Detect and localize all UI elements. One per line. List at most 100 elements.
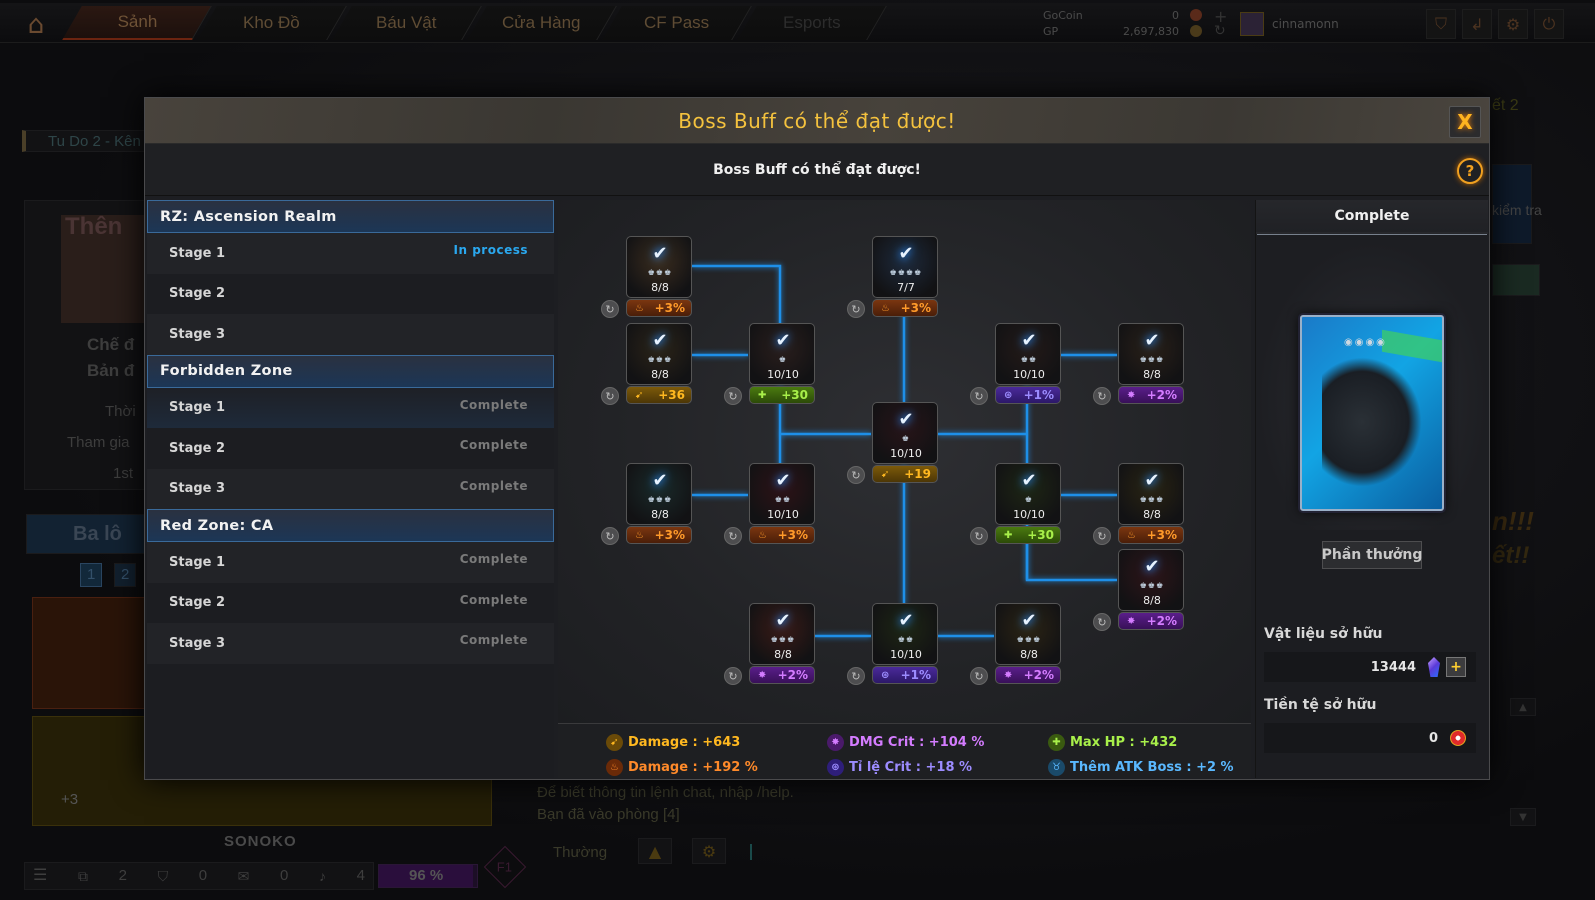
right-button[interactable] xyxy=(1492,264,1540,296)
buff-node[interactable]: ✔ ♚ 10/10 ↻ ✚ +30 xyxy=(970,463,1061,545)
group-header-forbidden-zone[interactable]: Forbidden Zone xyxy=(147,354,554,388)
group-header-rz-ascension[interactable]: RZ: Ascension Realm xyxy=(147,200,554,233)
boss-portrait[interactable]: ✔ ♚♚ 10/10 xyxy=(872,603,938,665)
buff-node[interactable]: ✔ ♚♚ 10/10 ↻ ⊛ +1% xyxy=(970,323,1061,405)
shield-icon[interactable]: ⛉ xyxy=(1426,9,1456,39)
add-gocoin-button[interactable]: + xyxy=(1214,7,1228,26)
chat-input[interactable] xyxy=(750,844,752,860)
group-header-red-zone-ca[interactable]: Red Zone: CA xyxy=(147,509,554,542)
boss-portrait[interactable]: ✔ ♚♚♚ 8/8 xyxy=(1118,549,1184,611)
refresh-icon[interactable]: ↻ xyxy=(601,387,619,405)
buff-badge: ♨ +3% xyxy=(626,526,692,544)
tab-cf-pass[interactable]: CF Pass xyxy=(602,6,752,40)
boss-portrait[interactable]: ✔ ♚♚♚♚ 7/7 xyxy=(872,236,938,298)
reward-button[interactable]: Phần thưởng xyxy=(1322,541,1422,569)
add-material-button[interactable]: + xyxy=(1446,657,1466,677)
close-button[interactable]: X xyxy=(1449,106,1481,138)
buff-node[interactable]: ✔ ♚♚♚ 8/8 ↻ ✸ +2% xyxy=(1093,323,1184,405)
refresh-icon[interactable]: ↻ xyxy=(601,300,619,318)
chat-mode[interactable]: Thường xyxy=(553,844,608,861)
refresh-icon[interactable]: ↻ xyxy=(970,667,988,685)
refresh-icon[interactable]: ↻ xyxy=(847,667,865,685)
refresh-icon[interactable]: ↻ xyxy=(724,527,742,545)
buff-node[interactable]: ✔ ♚♚ 10/10 ↻ ♨ +3% xyxy=(724,463,815,545)
user-avatar[interactable] xyxy=(1240,12,1264,36)
menu-icon[interactable]: ☰ xyxy=(33,867,48,884)
fire-icon: ♨ xyxy=(881,302,890,314)
buff-node[interactable]: ✔ ♚♚♚ 8/8 ↻ ✸ +2% xyxy=(724,603,815,685)
boss-portrait[interactable]: ✔ ♚♚♚ 8/8 xyxy=(1118,463,1184,525)
help-button[interactable]: ? xyxy=(1457,158,1483,184)
buff-node[interactable]: ✔ ♚♚♚ 8/8 ↻ ✸ +2% xyxy=(1093,549,1184,631)
refresh-icon[interactable]: ↻ xyxy=(601,527,619,545)
buff-badge: ♨ +3% xyxy=(749,526,815,544)
refresh-icon[interactable]: ↻ xyxy=(724,387,742,405)
gear-icon[interactable]: ⚙ xyxy=(1498,9,1528,39)
chat-expand-button[interactable]: ▲ xyxy=(638,838,672,864)
scroll-up-button[interactable]: ▲ xyxy=(1510,698,1536,716)
boss-portrait[interactable]: ✔ ♚♚♚ 8/8 xyxy=(626,323,692,385)
refresh-icon[interactable]: ↻ xyxy=(1093,613,1111,631)
weapon-slot-primary[interactable] xyxy=(32,597,152,709)
boss-portrait[interactable]: ✔ ♚♚♚ 8/8 xyxy=(749,603,815,665)
buff-tree: ✔ ♚♚♚ 8/8 ↻ ♨ +3% ✔ ♚♚♚♚ 7/7 ↻ ♨ +3% ✔ ♚… xyxy=(558,200,1251,723)
boss-portrait[interactable]: ✔ ♚ 10/10 xyxy=(995,463,1061,525)
refresh-icon[interactable]: ↻ xyxy=(970,527,988,545)
buff-node[interactable]: ✔ ♚♚♚♚ 7/7 ↻ ♨ +3% xyxy=(847,236,938,318)
buff-node[interactable]: ✔ ♚♚♚ 8/8 ↻ ♨ +3% xyxy=(601,236,692,318)
refresh-icon[interactable]: ↻ xyxy=(1093,527,1111,545)
buff-node[interactable]: ✔ ♚♚ 10/10 ↻ ⊛ +1% xyxy=(847,603,938,685)
slot-2[interactable]: 2 xyxy=(114,563,136,587)
stage-row[interactable]: Stage 3 xyxy=(147,314,554,355)
slot-1[interactable]: 1 xyxy=(80,563,102,587)
tab-esports[interactable]: Esports xyxy=(737,6,887,40)
home-button[interactable]: ⌂ xyxy=(8,7,64,43)
star-rating: ♚♚♚ xyxy=(647,495,673,504)
boss-portrait[interactable]: ✔ ♚♚♚ 8/8 xyxy=(626,463,692,525)
refresh-icon[interactable]: ↻ xyxy=(847,300,865,318)
refresh-icon[interactable]: ↻ xyxy=(1093,387,1111,405)
refresh-icon[interactable]: ↻ xyxy=(1214,23,1226,39)
boss-portrait[interactable]: ✔ ♚ 10/10 xyxy=(749,323,815,385)
refresh-icon[interactable]: ↻ xyxy=(724,667,742,685)
summary-item: ✸DMG Crit : +104 % xyxy=(827,732,1048,754)
exit-room-icon[interactable]: ↲ xyxy=(1462,9,1492,39)
buff-node[interactable]: ✔ ♚♚♚ 8/8 ↻ ♨ +3% xyxy=(601,463,692,545)
power-icon[interactable]: ⏻ xyxy=(1534,9,1564,39)
tab-inventory[interactable]: Kho Đồ xyxy=(197,6,347,40)
buff-node[interactable]: ✔ ♚ 10/10 ↻ ➹ +19 xyxy=(847,402,938,484)
channel-name: Tu Do 2 - Kên xyxy=(48,133,141,150)
reward-card[interactable]: ◉◉◉◉ xyxy=(1300,315,1444,511)
chat-settings-button[interactable]: ⚙ xyxy=(692,838,726,864)
stage-row[interactable]: Stage 2 xyxy=(147,274,554,315)
boss-portrait[interactable]: ✔ ♚♚♚ 8/8 xyxy=(626,236,692,298)
refresh-icon[interactable]: ↻ xyxy=(847,466,865,484)
stage-status: Complete xyxy=(459,633,528,648)
boss-portrait[interactable]: ✔ ♚♚♚ 8/8 xyxy=(1118,323,1184,385)
boss-portrait[interactable]: ✔ ♚♚ 10/10 xyxy=(995,323,1061,385)
backpack-tab[interactable]: Ba lô xyxy=(26,514,148,554)
boss-portrait[interactable]: ✔ ♚ 10/10 xyxy=(872,402,938,464)
boss-portrait[interactable]: ✔ ♚♚ 10/10 xyxy=(749,463,815,525)
buff-node[interactable]: ✔ ♚ 10/10 ↻ ✚ +30 xyxy=(724,323,815,405)
buff-node[interactable]: ✔ ♚♚♚ 8/8 ↻ ✸ +2% xyxy=(970,603,1061,685)
tab-label: Sảnh xyxy=(117,12,157,31)
gp-value: 2,697,830 xyxy=(1123,25,1179,38)
boss-portrait[interactable]: ✔ ♚♚♚ 8/8 xyxy=(995,603,1061,665)
refresh-icon[interactable]: ↻ xyxy=(970,387,988,405)
scroll-down-button[interactable]: ▼ xyxy=(1510,808,1536,826)
tab-treasure[interactable]: Báu Vật xyxy=(332,6,482,40)
tab-shop[interactable]: Cửa Hàng xyxy=(467,6,617,40)
buff-node[interactable]: ✔ ♚♚♚ 8/8 ↻ ♨ +3% xyxy=(1093,463,1184,545)
buff-node[interactable]: ✔ ♚♚♚ 8/8 ↻ ➹ +36 xyxy=(601,323,692,405)
tab-lobby[interactable]: Sảnh xyxy=(62,6,212,40)
gocoin-label: GoCoin xyxy=(1043,9,1083,22)
